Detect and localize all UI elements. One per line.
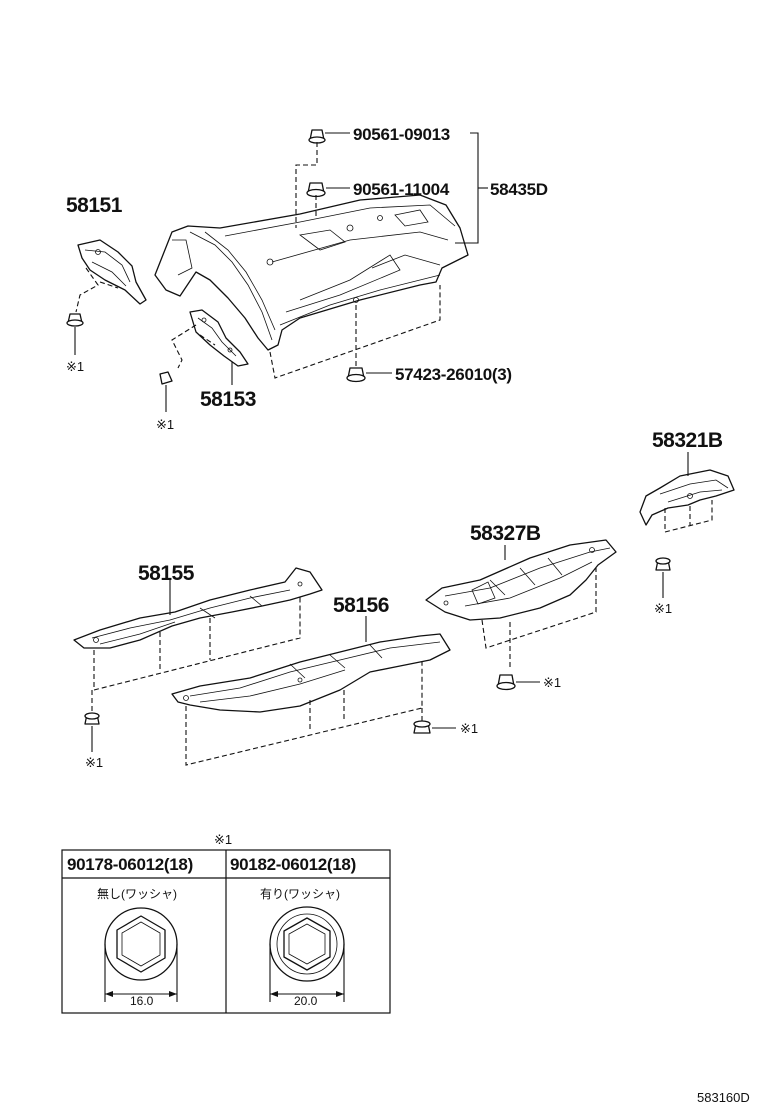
note-mark-58155: ※1 [85, 755, 103, 770]
callout-57423-26010: 57423-26010(3) [395, 365, 512, 384]
nut-58153-icon[interactable] [159, 371, 173, 385]
nut-with-washer-icon [269, 906, 345, 982]
callout-58156: 58156 [333, 594, 389, 617]
nut-58155-icon[interactable] [84, 712, 100, 725]
bolt-90561-11004-icon[interactable] [306, 182, 326, 198]
center-lower-cover-58156[interactable] [171, 633, 451, 713]
callout-90561-11004: 90561-11004 [353, 180, 450, 199]
nut-58151-icon[interactable] [66, 313, 84, 327]
note-mark-58151: ※1 [66, 359, 84, 374]
callout-58321B: 58321B [652, 429, 723, 452]
nut-no-washer-icon [104, 907, 178, 981]
nut-58327B-icon[interactable] [496, 674, 516, 691]
callout-58435D: 58435D [490, 180, 548, 199]
note-mark-58321B: ※1 [654, 601, 672, 616]
bracket-58153[interactable] [189, 309, 249, 367]
note-mark-58153: ※1 [156, 417, 174, 432]
clip-57423-26010-icon[interactable] [346, 367, 366, 383]
left-cover-58151[interactable] [77, 239, 147, 305]
table-header-mark: ※1 [214, 832, 232, 847]
callout-58153: 58153 [200, 388, 256, 411]
bolt-90561-09013-icon[interactable] [308, 129, 326, 144]
callout-58155: 58155 [138, 562, 195, 585]
part-no-90178-06012: 90178-06012(18) [67, 855, 193, 874]
dim-20-0: 20.0 [294, 994, 318, 1008]
desc-with-washer: 有り(ワッシャ) [260, 887, 340, 901]
callout-58327B: 58327B [470, 522, 541, 545]
desc-no-washer: 無し(ワッシャ) [97, 886, 177, 901]
front-lower-cover-58155[interactable] [73, 567, 323, 649]
figure-code: 583160D [697, 1090, 750, 1105]
nut-58156-icon[interactable] [413, 720, 431, 734]
part-no-90182-06012: 90182-06012(18) [230, 855, 356, 874]
note-mark-58327B: ※1 [543, 675, 561, 690]
nut-58321B-icon[interactable] [655, 557, 671, 571]
nut-spec-table: ※1 90178-06012(18) 90182-06012(18) 無し(ワッ… [61, 832, 391, 1014]
dim-16-0: 16.0 [130, 994, 154, 1008]
callout-90561-09013: 90561-09013 [353, 125, 450, 144]
callout-58151: 58151 [66, 194, 123, 217]
main-floor-insulator-58435D[interactable] [154, 194, 469, 351]
center-rear-cover-58327B[interactable] [425, 539, 617, 621]
note-mark-58156: ※1 [460, 721, 478, 736]
rear-cover-58321B[interactable] [639, 469, 735, 526]
